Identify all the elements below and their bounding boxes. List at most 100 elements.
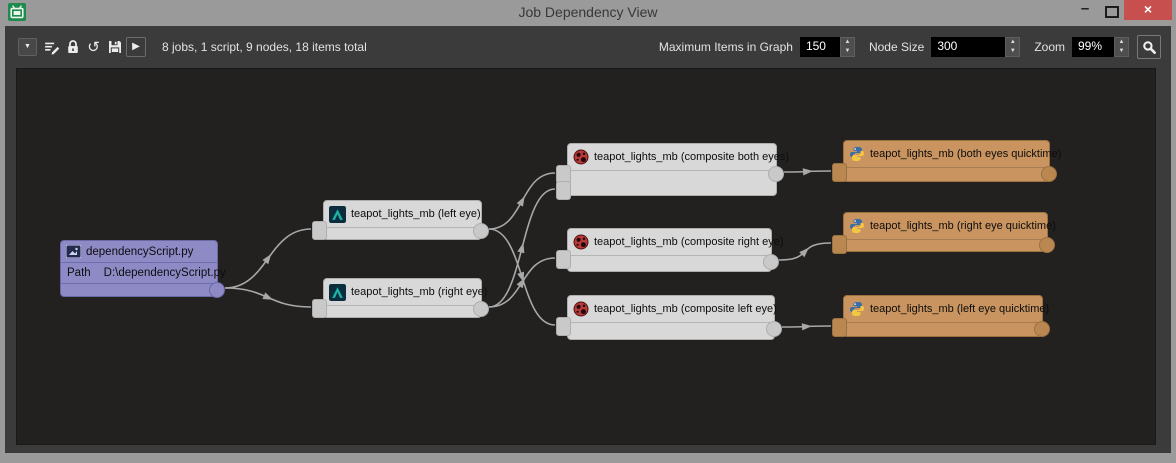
search-button[interactable] — [1137, 35, 1161, 59]
input-connector[interactable] — [832, 235, 847, 254]
zoom-spinbox[interactable]: 99% ▲ ▼ — [1072, 37, 1129, 57]
node-title: teapot_lights_mb (composite right eye) — [568, 229, 784, 256]
maya-icon — [329, 205, 346, 223]
spin-down-icon[interactable]: ▼ — [1009, 48, 1016, 54]
node-title: dependencyScript.py — [61, 241, 217, 263]
graph-node-comp_left[interactable]: teapot_lights_mb (composite left eye) — [556, 295, 782, 340]
input-connector[interactable] — [832, 318, 847, 337]
edge-arrow-icon — [262, 292, 274, 300]
node-label: teapot_lights_mb (composite left eye) — [594, 303, 777, 315]
output-connector[interactable] — [473, 301, 489, 317]
max-items-spin-buttons[interactable]: ▲ ▼ — [839, 37, 855, 57]
window-title: Job Dependency View — [518, 4, 658, 20]
maximize-icon — [1105, 6, 1119, 18]
python-icon — [850, 302, 864, 316]
play-button[interactable]: ▶ — [126, 37, 146, 57]
graph-node-qt_left[interactable]: teapot_lights_mb (left eye quicktime) — [832, 295, 1050, 337]
node-title: teapot_lights_mb (left eye) — [324, 201, 481, 228]
node-title: teapot_lights_mb (both eyes quicktime) — [844, 141, 1061, 168]
node-label: teapot_lights_mb (composite right eye) — [594, 236, 784, 248]
spin-down-icon[interactable]: ▼ — [1118, 48, 1125, 54]
edit-list-icon — [45, 42, 60, 55]
output-connector[interactable] — [766, 321, 782, 337]
output-connector[interactable] — [768, 166, 784, 182]
close-button[interactable]: × — [1124, 0, 1172, 20]
spin-up-icon[interactable]: ▲ — [1118, 39, 1125, 45]
input-connector[interactable] — [312, 299, 327, 318]
node-title: teapot_lights_mb (right eye) — [324, 279, 487, 306]
output-connector[interactable] — [763, 254, 779, 270]
toolbar: ▼ ↺ — [5, 26, 1171, 68]
property-label: Path — [67, 267, 91, 279]
edge-arrow-icon — [801, 323, 812, 331]
composite-icon — [573, 149, 589, 165]
output-connector[interactable] — [1039, 237, 1055, 253]
graph-node-comp_right[interactable]: teapot_lights_mb (composite right eye) — [556, 228, 784, 272]
refresh-button[interactable]: ↺ — [87, 37, 100, 56]
edge-arrow-icon — [262, 254, 272, 265]
title-bar[interactable]: Job Dependency View – × — [0, 0, 1176, 26]
input-connector[interactable] — [832, 163, 847, 182]
node-size-label: Node Size — [868, 40, 925, 54]
graph-node-maya_right[interactable]: teapot_lights_mb (right eye) — [312, 278, 489, 318]
toolbar-left-buttons: ▼ ↺ — [18, 37, 146, 57]
edit-jobs-button[interactable] — [42, 38, 61, 57]
graph-summary-text: 8 jobs, 1 script, 9 nodes, 18 items tota… — [162, 40, 367, 54]
input-connector[interactable] — [556, 181, 571, 200]
output-connector[interactable] — [473, 223, 489, 239]
edge-arrow-icon — [517, 242, 525, 254]
deadline-app-icon — [8, 3, 26, 21]
graph-node-qt_right[interactable]: teapot_lights_mb (right eye quicktime) — [832, 212, 1056, 254]
python-icon — [850, 147, 864, 161]
max-items-value[interactable]: 150 — [799, 37, 840, 57]
max-items-spinbox[interactable]: 150 ▲ ▼ — [799, 37, 855, 57]
python-icon — [850, 219, 864, 233]
property-value: D:\dependencyScript.py — [103, 267, 226, 279]
node-label: teapot_lights_mb (both eyes quicktime) — [870, 148, 1062, 160]
edge-arrow-icon — [802, 168, 813, 176]
script-icon — [66, 245, 81, 258]
composite-icon — [573, 301, 589, 317]
graph-node-qt_both[interactable]: teapot_lights_mb (both eyes quicktime) — [832, 140, 1061, 182]
graph-node-comp_both[interactable]: teapot_lights_mb (composite both eyes) — [556, 143, 789, 200]
spin-up-icon[interactable]: ▲ — [844, 39, 851, 45]
save-button[interactable] — [105, 38, 124, 57]
max-items-label: Maximum Items in Graph — [658, 40, 793, 54]
output-connector[interactable] — [1041, 166, 1057, 182]
zoom-value[interactable]: 99% — [1072, 37, 1114, 57]
node-title: teapot_lights_mb (composite left eye) — [568, 296, 777, 323]
node-size-spin-buttons[interactable]: ▲ ▼ — [1005, 37, 1021, 57]
node-label: dependencyScript.py — [86, 245, 194, 258]
graph-node-maya_left[interactable]: teapot_lights_mb (left eye) — [312, 200, 489, 240]
node-label: teapot_lights_mb (left eye quicktime) — [870, 303, 1050, 315]
node-label: teapot_lights_mb (left eye) — [351, 208, 481, 220]
maya-icon — [329, 283, 346, 301]
zoom-spin-buttons[interactable]: ▲ ▼ — [1114, 37, 1129, 57]
options-dropdown-button[interactable]: ▼ — [18, 38, 37, 56]
input-connector[interactable] — [556, 317, 571, 336]
spin-down-icon[interactable]: ▼ — [844, 48, 851, 54]
edge-arrow-icon — [799, 247, 809, 258]
maximize-button[interactable] — [1098, 0, 1124, 21]
input-connector[interactable] — [556, 250, 571, 269]
output-connector[interactable] — [1034, 321, 1050, 337]
node-title: teapot_lights_mb (right eye quicktime) — [844, 213, 1056, 240]
node-title: teapot_lights_mb (left eye quicktime) — [844, 296, 1049, 323]
minimize-button[interactable]: – — [1080, 0, 1090, 17]
output-connector[interactable] — [209, 282, 225, 298]
node-size-spinbox[interactable]: 300 ▲ ▼ — [931, 37, 1021, 57]
input-connector[interactable] — [312, 221, 327, 240]
node-label: teapot_lights_mb (composite both eyes) — [594, 151, 790, 163]
zoom-label: Zoom — [1034, 40, 1065, 54]
composite-icon — [573, 234, 589, 250]
search-icon — [1142, 40, 1156, 54]
node-title: teapot_lights_mb (composite both eyes) — [568, 144, 789, 171]
node-label: teapot_lights_mb (right eye quicktime) — [870, 220, 1056, 232]
node-size-value[interactable]: 300 — [931, 37, 1006, 57]
spin-up-icon[interactable]: ▲ — [1009, 39, 1016, 45]
lock-button[interactable] — [63, 38, 82, 57]
edge-arrow-icon — [517, 271, 525, 283]
